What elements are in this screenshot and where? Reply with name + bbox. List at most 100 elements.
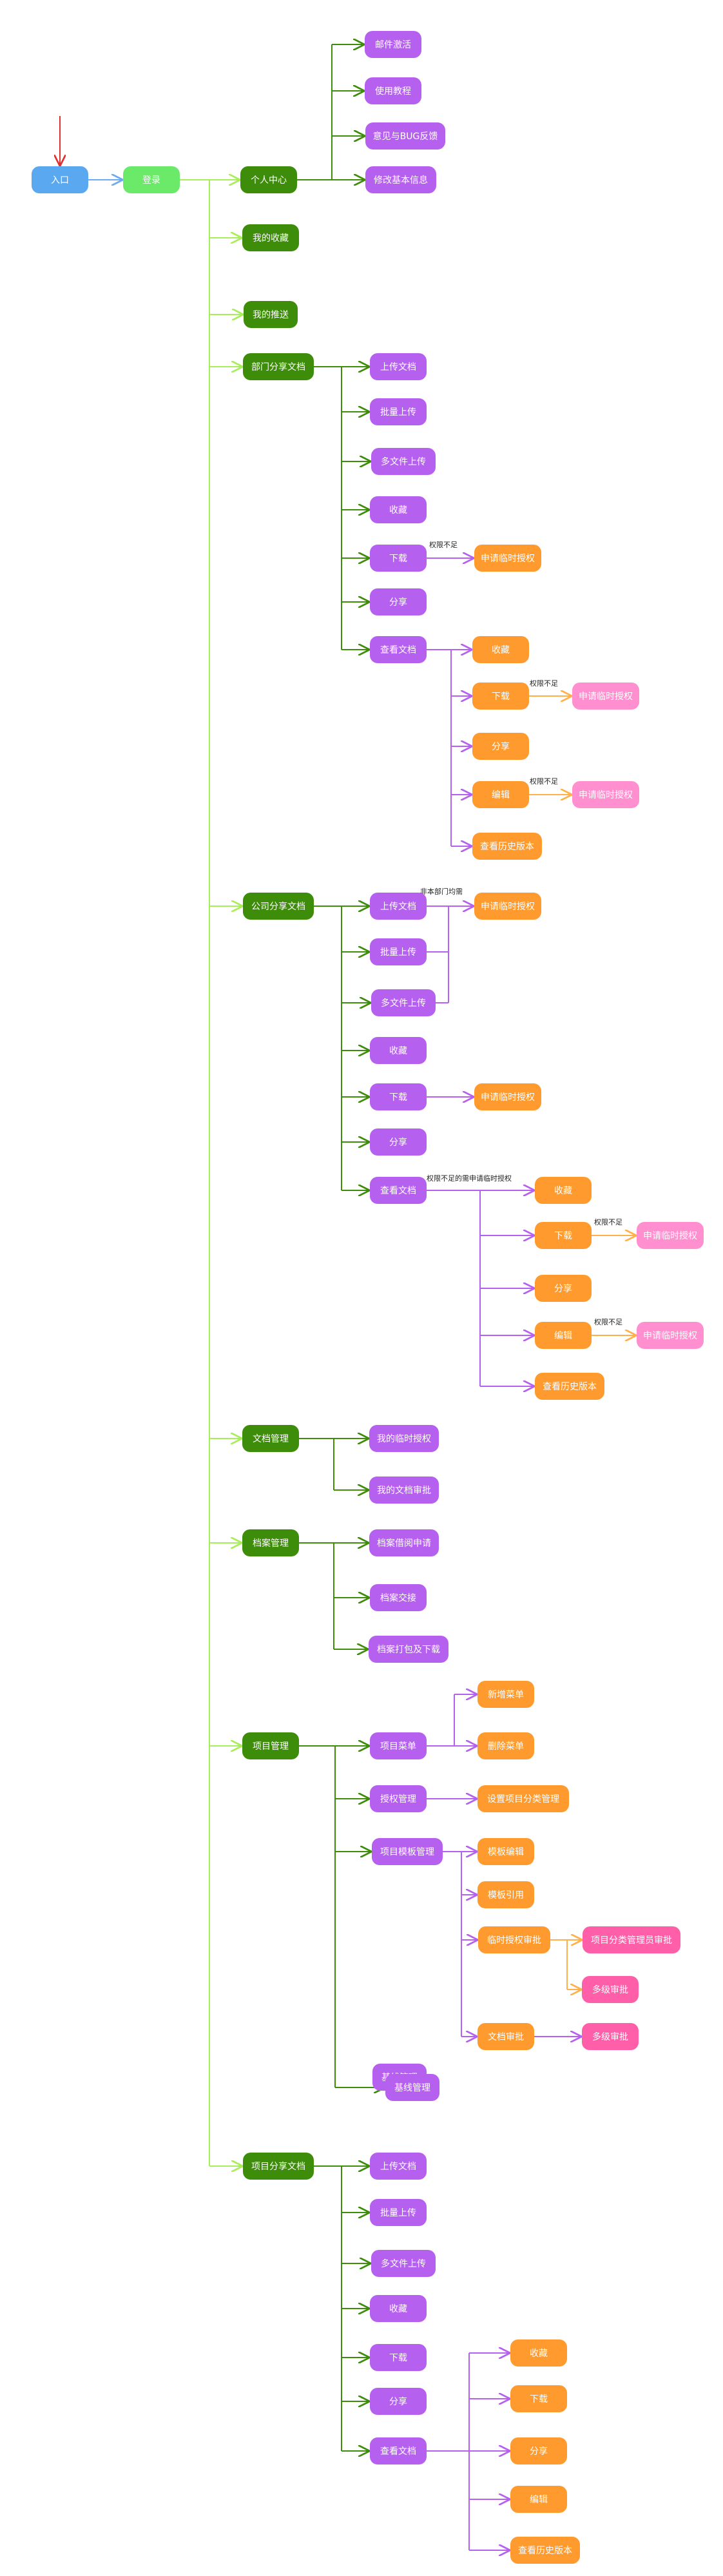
node-box — [369, 1529, 439, 1556]
edge-label: 权限不足 — [429, 541, 458, 549]
node-label: 收藏 — [530, 2348, 548, 2359]
node-ps-down[interactable]: 下载 — [370, 2344, 427, 2371]
node-box — [370, 636, 427, 663]
node-cv-down[interactable]: 下载 — [535, 1222, 592, 1249]
node-p-auth[interactable]: 授权管理 — [370, 1785, 427, 1812]
node-feedback[interactable]: 意见与BUG反馈 — [365, 122, 445, 150]
node-dv-down-apply[interactable]: 申请临时授权 — [572, 683, 639, 710]
node-entry[interactable]: 入口 — [32, 166, 88, 193]
node-c-batch[interactable]: 批量上传 — [370, 938, 427, 965]
node-dv-down[interactable]: 下载 — [472, 683, 529, 710]
node-d-upload[interactable]: 上传文档 — [370, 353, 427, 380]
node-d-batch[interactable]: 批量上传 — [370, 398, 427, 425]
node-label: 下载 — [389, 1092, 407, 1103]
node-box — [535, 1322, 592, 1349]
node-ar-hand[interactable]: 档案交接 — [370, 1584, 427, 1611]
node-dv-edit[interactable]: 编辑 — [472, 781, 529, 808]
node-c-view[interactable]: 查看文档 — [370, 1177, 427, 1204]
node-label: 模板编辑 — [488, 1847, 524, 1857]
node-box — [372, 1838, 443, 1865]
node-doc-mgmt[interactable]: 文档管理 — [242, 1425, 299, 1452]
node-p-menu[interactable]: 项目菜单 — [370, 1732, 427, 1759]
node-c-upload-apply[interactable]: 申请临时授权 — [474, 893, 541, 920]
node-c-fav[interactable]: 收藏 — [370, 1037, 427, 1064]
node-d-down-apply[interactable]: 申请临时授权 — [474, 545, 541, 572]
node-pv-share[interactable]: 分享 — [510, 2437, 567, 2465]
node-cv-down-apply[interactable]: 申请临时授权 — [637, 1222, 704, 1249]
node-p-tpl-edit[interactable]: 模板编辑 — [477, 1838, 534, 1865]
node-ar-borrow[interactable]: 档案借阅申请 — [369, 1529, 439, 1556]
node-c-down-apply[interactable]: 申请临时授权 — [474, 1083, 541, 1110]
node-favorites[interactable]: 我的收藏 — [242, 224, 299, 251]
node-pv-down[interactable]: 下载 — [510, 2385, 567, 2412]
node-box — [371, 448, 436, 475]
node-ar-print[interactable]: 档案打包及下载 — [369, 1636, 448, 1663]
node-label: 申请临时授权 — [643, 1331, 697, 1341]
node-p-temp-review[interactable]: 临时授权审批 — [478, 1926, 550, 1953]
node-p-tpl-ref[interactable]: 模板引用 — [477, 1881, 534, 1908]
node-dm-review[interactable]: 我的文档审批 — [369, 1477, 439, 1504]
node-box — [637, 1322, 704, 1349]
node-tutorial[interactable]: 使用教程 — [365, 77, 421, 104]
node-p-tpl[interactable]: 项目模板管理 — [372, 1838, 443, 1865]
node-cv-history[interactable]: 查看历史版本 — [535, 1373, 604, 1400]
node-pv-edit[interactable]: 编辑 — [510, 2486, 567, 2513]
node-box — [370, 496, 427, 523]
node-pv-history[interactable]: 查看历史版本 — [510, 2537, 580, 2564]
node-ps-view[interactable]: 查看文档 — [370, 2437, 427, 2465]
node-dv-share[interactable]: 分享 — [472, 733, 529, 760]
node-c-multi[interactable]: 多文件上传 — [371, 989, 436, 1016]
node-dv-history[interactable]: 查看历史版本 — [472, 833, 542, 860]
node-ps-share[interactable]: 分享 — [370, 2388, 427, 2415]
node-box — [535, 1275, 592, 1302]
node-pv-fav[interactable]: 收藏 — [510, 2339, 567, 2367]
node-p-set-admin[interactable]: 设置项目分类管理 — [477, 1785, 569, 1812]
node-label: 查看历史版本 — [543, 1382, 597, 1392]
node-ps-upload[interactable]: 上传文档 — [370, 2153, 427, 2180]
node-label: 项目模板管理 — [380, 1847, 434, 1857]
node-p-doc-review[interactable]: 文档审批 — [477, 2023, 534, 2050]
node-box — [371, 2250, 436, 2277]
node-co-share[interactable]: 公司分享文档 — [243, 893, 314, 920]
node-label: 查看文档 — [380, 1186, 416, 1196]
node-d-share[interactable]: 分享 — [370, 588, 427, 615]
node-box — [242, 1425, 299, 1452]
node-dv-fav[interactable]: 收藏 — [472, 636, 529, 663]
node-cv-share[interactable]: 分享 — [535, 1275, 592, 1302]
node-p-admin-review[interactable]: 项目分类管理员审批 — [583, 1926, 680, 1953]
node-project[interactable]: 项目管理 — [242, 1732, 299, 1759]
node-box — [477, 1732, 534, 1759]
node-mail[interactable]: 邮件激活 — [365, 31, 421, 58]
node-dept-share[interactable]: 部门分享文档 — [243, 353, 314, 380]
node-proj-share[interactable]: 项目分享文档 — [243, 2153, 314, 2180]
node-p-multi-review[interactable]: 多级审批 — [582, 1976, 639, 2003]
node-p-base[interactable]: 基线管理 — [385, 2074, 439, 2101]
node-basic-info[interactable]: 修改基本信息 — [365, 166, 436, 193]
node-p-add-menu[interactable]: 新增菜单 — [477, 1681, 534, 1708]
node-box — [510, 2385, 567, 2412]
node-p-doc-multi[interactable]: 多级审批 — [582, 2023, 639, 2050]
node-label: 批量上传 — [380, 947, 416, 958]
node-label: 申请临时授权 — [643, 1231, 697, 1241]
node-label: 申请临时授权 — [579, 692, 633, 702]
node-c-down[interactable]: 下载 — [370, 1083, 427, 1110]
node-push[interactable]: 我的推送 — [244, 301, 298, 328]
node-personal[interactable]: 个人中心 — [240, 166, 297, 193]
node-cv-edit[interactable]: 编辑 — [535, 1322, 592, 1349]
node-ps-batch[interactable]: 批量上传 — [370, 2199, 427, 2226]
node-d-down[interactable]: 下载 — [370, 545, 427, 572]
node-ps-multi[interactable]: 多文件上传 — [371, 2250, 436, 2277]
node-d-view[interactable]: 查看文档 — [370, 636, 427, 663]
node-c-upload[interactable]: 上传文档 — [370, 893, 427, 920]
node-dm-temp[interactable]: 我的临时授权 — [369, 1425, 439, 1452]
node-cv-edit-apply[interactable]: 申请临时授权 — [637, 1322, 704, 1349]
node-archive[interactable]: 档案管理 — [242, 1529, 299, 1556]
node-dv-edit-apply[interactable]: 申请临时授权 — [572, 781, 639, 808]
node-d-fav[interactable]: 收藏 — [370, 496, 427, 523]
node-cv-fav[interactable]: 收藏 — [535, 1177, 592, 1204]
node-login[interactable]: 登录 — [123, 166, 180, 193]
node-p-del-menu[interactable]: 删除菜单 — [477, 1732, 534, 1759]
node-c-share[interactable]: 分享 — [370, 1128, 427, 1156]
node-d-multi[interactable]: 多文件上传 — [371, 448, 436, 475]
node-ps-fav[interactable]: 收藏 — [370, 2295, 427, 2322]
